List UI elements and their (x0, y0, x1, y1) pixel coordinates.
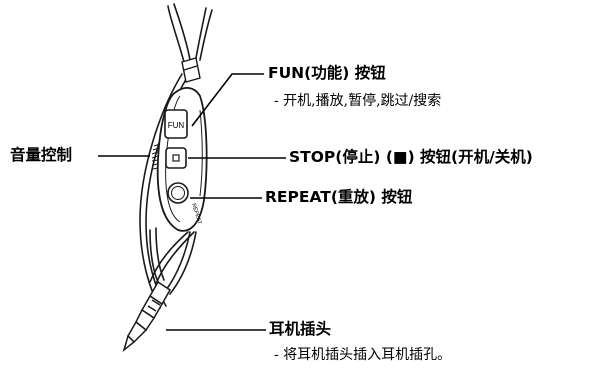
earphone-plug (122, 280, 171, 353)
fun-key-text: FUN (168, 121, 185, 130)
repeat-button-label: REPEAT(重放) 按钮 (265, 188, 413, 206)
leader-lines (98, 73, 286, 331)
earphone-jack-label: 耳机插头 (269, 320, 332, 338)
volume-wheel (151, 143, 161, 170)
cable-strain-relief (181, 57, 201, 83)
stop-key (165, 147, 187, 169)
leader-fun (191, 73, 264, 127)
fun-button-description: - 开机,播放,暂停,跳过/搜索 (274, 93, 442, 109)
stop-button-label: STOP(停止) (■) 按钮(开机/关机) (289, 148, 533, 166)
fun-button-label: FUN(功能) 按钮 (268, 64, 386, 82)
fun-key: FUN (164, 109, 188, 139)
earphone-jack-description: - 将耳机插头插入耳机插孔。 (274, 347, 452, 363)
volume-control-label: 音量控制 (10, 146, 73, 164)
